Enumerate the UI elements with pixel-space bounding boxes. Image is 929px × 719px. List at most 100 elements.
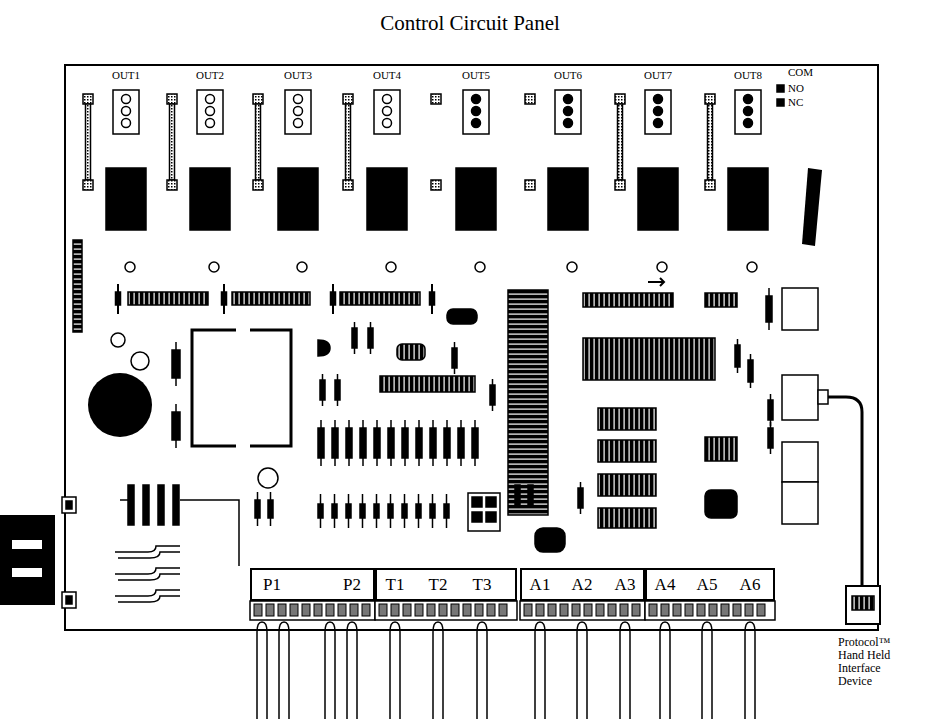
dip-switch-key — [472, 512, 482, 522]
resistor-lead — [348, 420, 350, 466]
rj-connector — [846, 586, 880, 624]
terminal-screw — [463, 604, 471, 616]
indicator-led — [209, 262, 219, 272]
wire-link — [115, 590, 180, 602]
resistor-lead — [750, 354, 752, 388]
led-symbol — [318, 340, 330, 356]
resistor-lead — [404, 494, 406, 528]
terminal-screw — [757, 604, 765, 616]
fuse-clip — [343, 94, 353, 104]
resistor-lead — [322, 374, 324, 406]
connector-pin — [472, 95, 481, 104]
terminal-wire — [390, 622, 400, 719]
dip-switch-key — [486, 497, 496, 507]
resistor — [158, 485, 164, 525]
terminal-screw — [709, 604, 717, 616]
terminal-block: A1A2A3 — [520, 568, 645, 601]
terminal-wire — [477, 622, 487, 719]
connector-pin — [122, 107, 131, 116]
terminal-screw — [620, 604, 628, 616]
wire-link — [115, 568, 180, 580]
resistor-array — [340, 292, 420, 305]
diode-symbol — [648, 278, 664, 286]
terminal-screw — [548, 604, 556, 616]
resistor-lead — [432, 494, 434, 528]
resistor — [515, 485, 520, 507]
test-point — [258, 468, 278, 488]
ic-chip — [705, 437, 737, 461]
indicator-led — [386, 262, 396, 272]
resistor-lead — [362, 494, 364, 528]
connector-pin — [564, 95, 573, 104]
test-point — [131, 352, 149, 370]
pin-marker — [777, 99, 784, 106]
transformer-outline — [192, 330, 236, 446]
connector-pin — [744, 119, 753, 128]
resistor-array — [232, 292, 310, 305]
resistor-lead — [737, 339, 739, 373]
contact-label: NC — [788, 97, 803, 108]
terminal-label: A1 — [530, 576, 551, 593]
resistor-lead — [320, 420, 322, 466]
mounting-tab — [62, 592, 76, 608]
indicator-led — [657, 262, 667, 272]
phone-jack — [782, 375, 818, 420]
terminal-screw — [278, 604, 286, 616]
terminal-screw — [439, 604, 447, 616]
connector-pin — [472, 107, 481, 116]
indicator-led — [475, 262, 485, 272]
terminal-label: A4 — [655, 576, 676, 593]
output-connector — [555, 90, 581, 134]
microcontroller — [508, 290, 548, 515]
connector-pin — [294, 107, 303, 116]
connector-pin — [383, 107, 392, 116]
terminal-label: P2 — [343, 576, 361, 593]
terminal-screw — [733, 604, 741, 616]
terminal-wire — [535, 622, 545, 719]
terminal-screw — [475, 604, 483, 616]
phone-jack — [782, 482, 818, 524]
resistor-lead — [418, 420, 420, 466]
connector-pin — [654, 95, 663, 104]
terminal-screw — [427, 604, 435, 616]
terminal-screw — [572, 604, 580, 616]
output-label: OUT8 — [734, 70, 762, 81]
relay — [106, 168, 146, 230]
resistor — [222, 292, 227, 305]
terminal-wire — [660, 622, 670, 719]
terminal-screw — [314, 604, 322, 616]
connector-pin — [654, 119, 663, 128]
resistor-lead — [376, 420, 378, 466]
connector-pin — [472, 119, 481, 128]
resistor-lead — [580, 482, 582, 514]
resistor-lead — [175, 342, 177, 386]
fuse-clip — [705, 180, 715, 190]
terminal-screw — [721, 604, 729, 616]
dip-switch — [468, 493, 500, 531]
terminal-screw — [673, 604, 681, 616]
test-point — [111, 333, 125, 347]
terminal-label: T3 — [473, 576, 492, 593]
resistor-lead — [492, 379, 494, 411]
relay — [278, 168, 318, 230]
terminal-label: A5 — [697, 576, 718, 593]
connector-pin — [294, 119, 303, 128]
indicator-led — [125, 262, 135, 272]
screw-row — [375, 601, 517, 620]
fuse-clip — [431, 94, 441, 104]
connector-pin — [744, 95, 753, 104]
terminal-label: T2 — [429, 576, 448, 593]
terminal-screw — [524, 604, 532, 616]
resistor-lead — [376, 494, 378, 528]
terminal-screw — [536, 604, 544, 616]
resistor-lead — [770, 422, 772, 454]
screw-row — [250, 601, 375, 620]
screw-row — [520, 601, 645, 620]
fuse-clip — [525, 180, 535, 190]
mounting-tab-hole — [66, 501, 72, 509]
output-connector — [735, 90, 761, 134]
terminal-label: A3 — [615, 576, 636, 593]
terminal-wire — [279, 622, 289, 719]
resistor-lead — [432, 420, 434, 466]
device-label: Protocol™ Hand Held Interface Device — [838, 636, 910, 688]
